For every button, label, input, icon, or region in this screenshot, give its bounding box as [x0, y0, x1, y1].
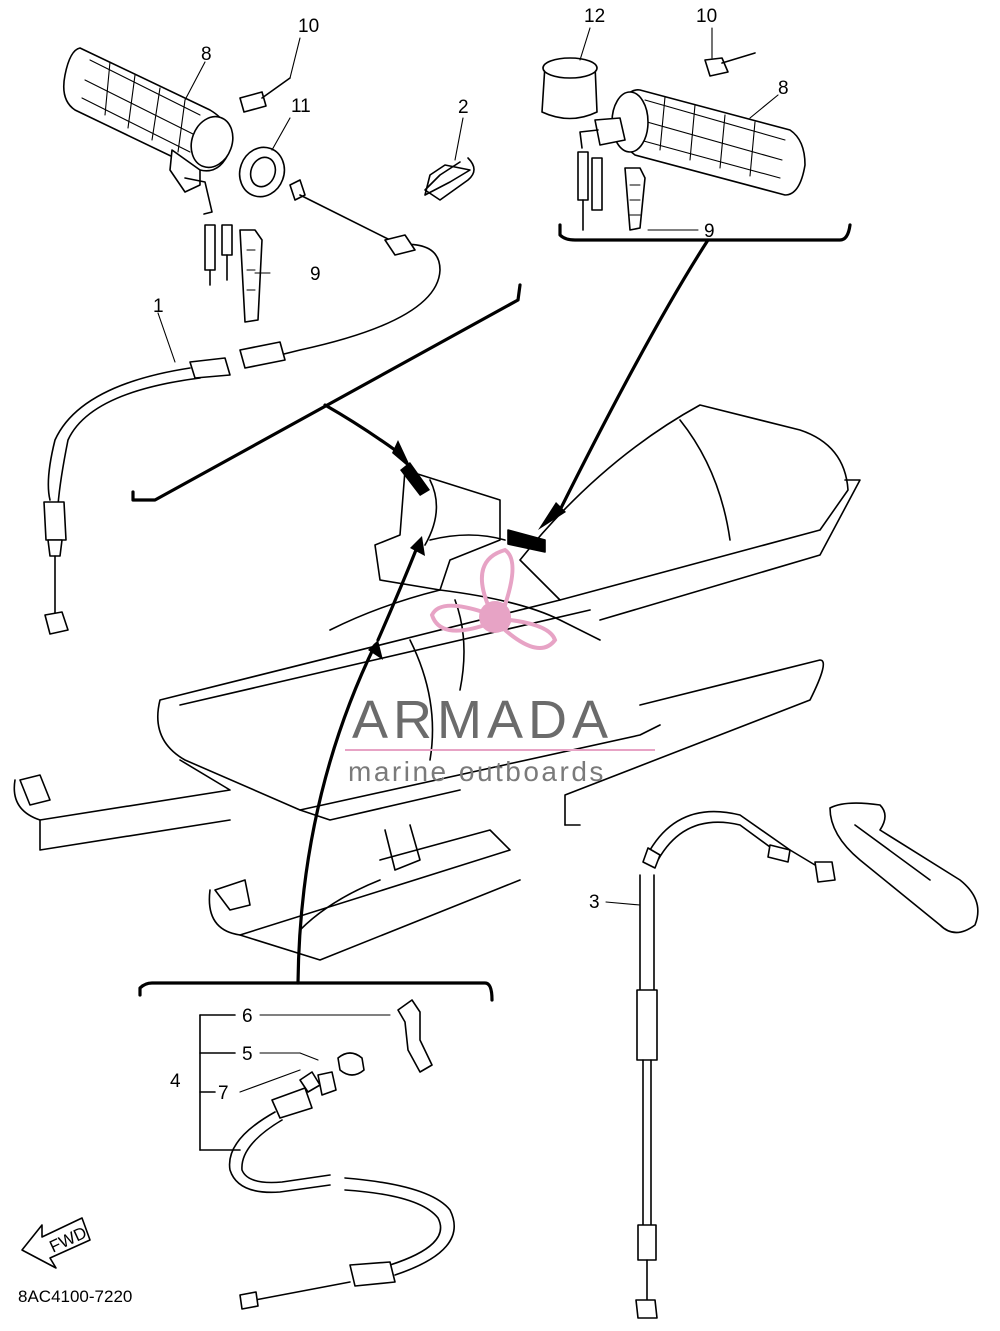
callout-1: 1: [153, 296, 164, 317]
callout-9-right: 9: [704, 221, 715, 242]
callout-11: 11: [291, 96, 311, 117]
callout-leaders: [157, 27, 779, 906]
callout-8-right: 8: [778, 78, 789, 99]
callout-2: 2: [458, 97, 469, 118]
callout-labels: 8 10 11 2 1 9 12 10 8 9 3 6 5 4 7: [153, 6, 789, 1104]
watermark-title: ARMADA: [352, 690, 613, 750]
watermark-subtitle: marine outboards: [348, 756, 606, 787]
callout-12: 12: [584, 6, 605, 27]
propeller-logo-icon: [429, 547, 558, 650]
cable-3-group: [635, 802, 979, 1319]
callout-10-right: 10: [696, 6, 717, 27]
callout-6: 6: [242, 1006, 253, 1027]
callout-5: 5: [242, 1044, 253, 1065]
callout-9-left: 9: [310, 264, 321, 285]
fwd-arrow-icon: FWD: [21, 1217, 91, 1269]
armada-watermark: ARMADA marine outboards: [345, 547, 655, 787]
callout-4: 4: [170, 1071, 181, 1092]
right-grip-group: [507, 52, 852, 553]
left-grip-group: [43, 47, 522, 635]
callout-3: 3: [589, 892, 600, 913]
callout-7: 7: [218, 1083, 229, 1104]
callout-10-left: 10: [298, 16, 319, 37]
drawing-code: 8AC4100-7220: [18, 1287, 132, 1306]
snowmobile-illustration: [13, 404, 861, 961]
callout-8-left: 8: [201, 44, 212, 65]
choke-group: [138, 536, 494, 1310]
